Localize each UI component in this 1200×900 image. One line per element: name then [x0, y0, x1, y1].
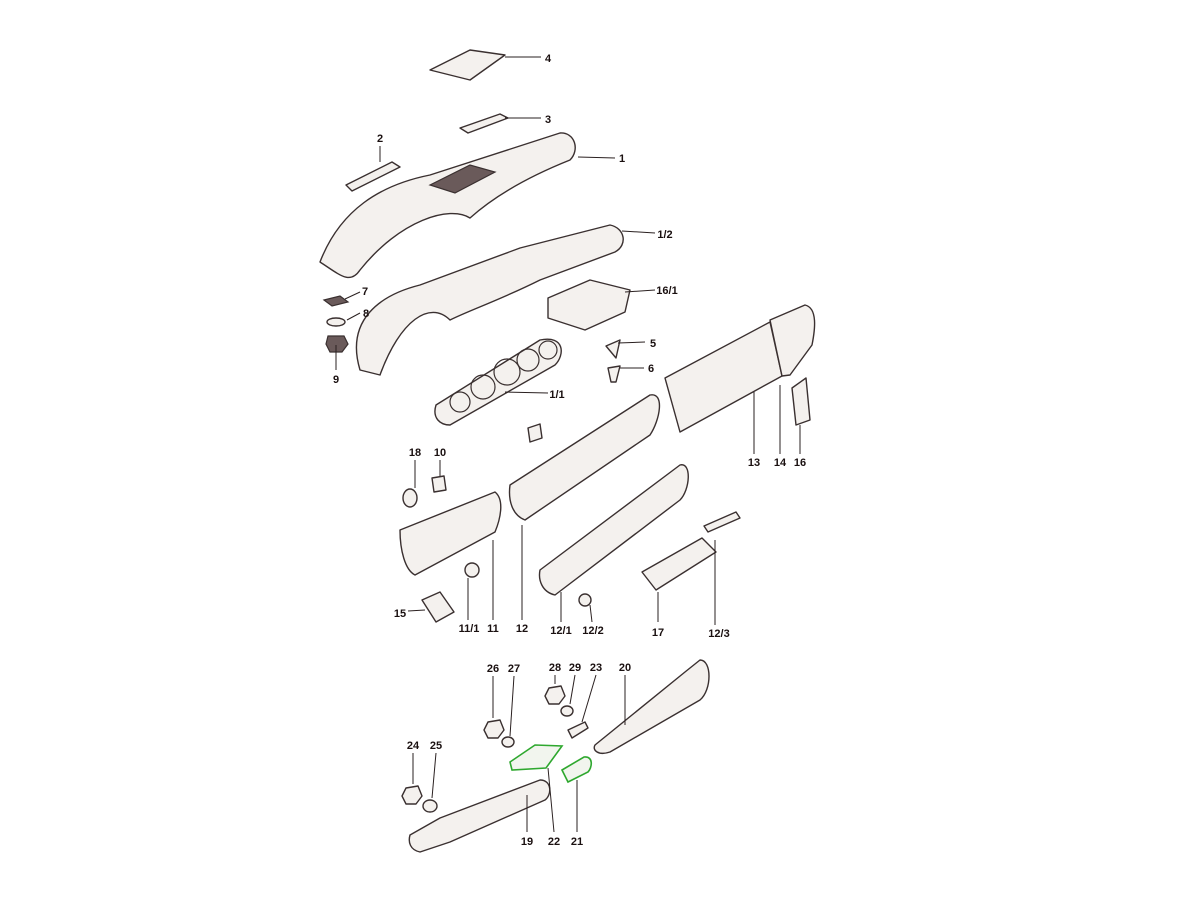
part-2-vent: [345, 161, 401, 192]
leader-line-23: [581, 674, 597, 723]
part-label-3: 3: [545, 114, 551, 126]
parts: [319, 49, 816, 853]
leader-line-1-1: [504, 391, 549, 394]
part-label-19: 19: [521, 836, 533, 848]
part-22-bracket: [509, 744, 564, 771]
part-28-nut: [544, 685, 566, 705]
part-17-glovebox-lid: [641, 537, 717, 591]
part-1-center-grille: [428, 164, 497, 194]
part-7-clip: [322, 295, 350, 307]
part-label-12: 12: [516, 623, 528, 635]
part-label-16-1: 16/1: [656, 285, 677, 297]
part-29-washer: [560, 705, 574, 717]
leader-line-22: [547, 767, 555, 833]
part-label-9: 9: [333, 374, 339, 386]
leader-line-1-2: [621, 230, 656, 234]
part-label-16: 16: [794, 457, 806, 469]
part-label-11: 11: [487, 623, 499, 635]
part-21-cap: [560, 756, 593, 784]
part-6-plug: [607, 365, 621, 383]
part-label-7: 7: [362, 286, 368, 298]
part-10-clip: [431, 475, 447, 493]
part-18-grommet: [402, 488, 418, 508]
gauge-holes: [449, 340, 558, 413]
part-12-3-strip: [703, 511, 741, 533]
leader-line-29: [569, 674, 576, 705]
leader-line-27: [509, 675, 515, 737]
part-5-clip: [605, 339, 621, 359]
part-3-vent: [459, 113, 509, 134]
part-label-23: 23: [590, 662, 602, 674]
part-label-2: 2: [377, 133, 383, 145]
leader-line-7: [344, 291, 361, 300]
part-1-dash-top: [319, 132, 576, 279]
part-label-15: 15: [394, 608, 406, 620]
part-15-switch: [421, 591, 455, 623]
part-12-1-lower-panel: [538, 464, 689, 596]
part-label-29: 29: [569, 662, 581, 674]
part-label-8: 8: [363, 308, 369, 320]
part-23-bracket: [567, 721, 589, 739]
leader-lines: [335, 56, 801, 833]
part-12-center-panel: [508, 394, 661, 521]
part-label-24: 24: [407, 740, 420, 752]
part-label-14: 14: [774, 457, 787, 469]
part-26-nut: [483, 719, 505, 739]
part-4-grille: [429, 49, 506, 81]
leader-line-12-2: [589, 604, 593, 623]
part-label-10: 10: [434, 447, 446, 459]
part-label-21: 21: [571, 836, 583, 848]
part-label-12-1: 12/1: [550, 625, 571, 637]
part-label-12-2: 12/2: [582, 625, 603, 637]
part-label-25: 25: [430, 740, 442, 752]
leader-line-5: [617, 341, 646, 344]
part-label-5: 5: [650, 338, 656, 350]
part-label-1-1: 1/1: [549, 389, 564, 401]
part-label-20: 20: [619, 662, 631, 674]
part-25-washer: [422, 799, 438, 813]
part-label-18: 18: [409, 447, 421, 459]
part-label-27: 27: [508, 663, 520, 675]
leader-line-1: [577, 156, 616, 159]
leader-line-25: [431, 752, 437, 799]
part-label-11-1: 11/1: [459, 623, 480, 635]
part-12-2-knob: [578, 593, 592, 607]
part-8-washer: [326, 317, 346, 327]
part-label-6: 6: [648, 363, 654, 375]
part-9-nut: [325, 335, 349, 353]
part-16-switch: [791, 377, 811, 426]
part-label-12-3: 12/3: [708, 628, 729, 640]
part-13-panel: [664, 321, 783, 433]
part-label-17: 17: [652, 627, 664, 639]
part-11-left-panel: [399, 491, 502, 576]
part-label-4: 4: [545, 53, 552, 65]
part-label-26: 26: [487, 663, 499, 675]
part-16-1-vent-box: [547, 279, 631, 331]
leader-line-16-1: [624, 289, 656, 293]
part-label-28: 28: [549, 662, 561, 674]
part-11-1-knob: [464, 562, 480, 578]
part-14-end-panel: [769, 304, 816, 377]
part-20-right-rail: [593, 659, 710, 754]
part-1-2-dash: [355, 224, 624, 376]
leader-line-8: [346, 312, 361, 321]
part-19-left-rail: [408, 779, 551, 853]
part-label-1: 1: [619, 153, 625, 165]
part-27-washer: [501, 736, 515, 748]
part-label-1-2: 1/2: [657, 229, 672, 241]
part-10-clip-2: [527, 423, 543, 443]
part-24-nut: [401, 785, 423, 805]
part-label-22: 22: [548, 836, 560, 848]
part-label-13: 13: [748, 457, 760, 469]
leader-line-15: [407, 609, 426, 612]
